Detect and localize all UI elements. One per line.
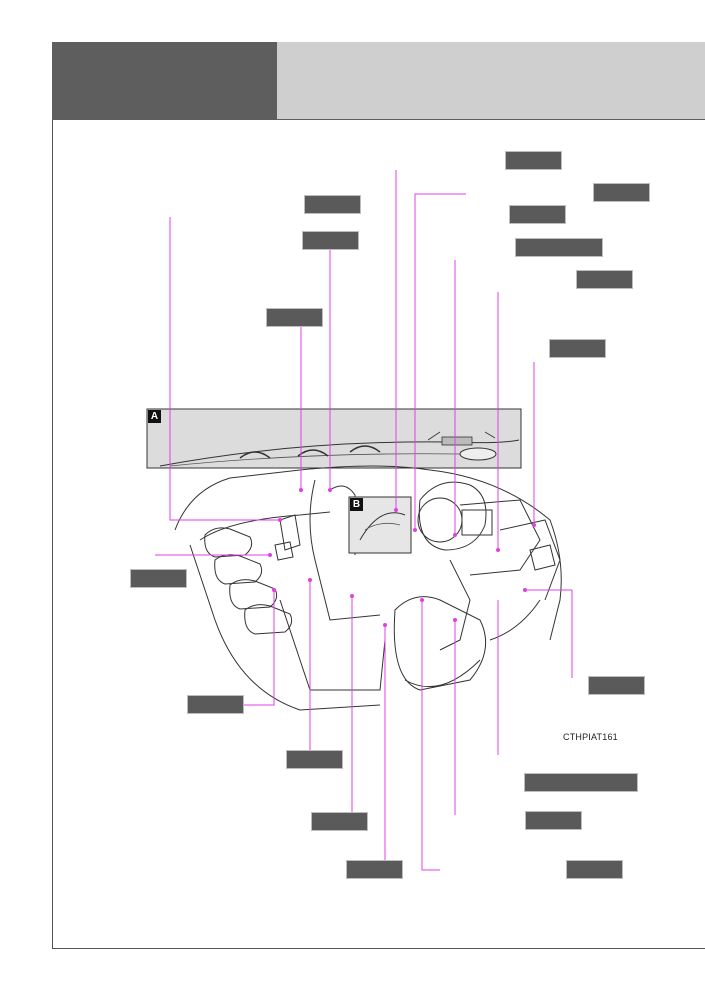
callout-label-box [509, 205, 566, 224]
callout-label-box [593, 183, 650, 202]
section-header-light [277, 42, 705, 119]
callout-label-box [346, 860, 403, 879]
figure-code: CTHPIAT161 [563, 732, 618, 742]
callout-label-box [266, 308, 323, 327]
callout-label-box [549, 339, 606, 358]
callout-label-box [286, 750, 343, 769]
callout-label-box [130, 569, 187, 588]
callout-label-box [505, 151, 562, 170]
page-frame [52, 42, 705, 949]
section-header-dark [52, 42, 277, 119]
callout-label-box [525, 811, 582, 830]
header-rule [52, 119, 705, 120]
callout-arrows [268, 488, 536, 627]
callout-label-box [524, 773, 638, 792]
car-interior-sketch [174, 465, 562, 711]
callout-label-box [302, 231, 359, 250]
callout-label-box [588, 676, 645, 695]
inset-a-label: A [148, 410, 161, 423]
callout-label-box [187, 695, 244, 714]
callout-lines [155, 170, 573, 871]
callout-label-box [566, 860, 623, 879]
callout-label-box [311, 812, 368, 831]
callout-label-box [515, 238, 603, 257]
callout-label-box [576, 270, 633, 289]
inset-b-label: B [350, 498, 363, 511]
inset-a-panel [146, 408, 522, 469]
callout-label-box [304, 195, 361, 214]
